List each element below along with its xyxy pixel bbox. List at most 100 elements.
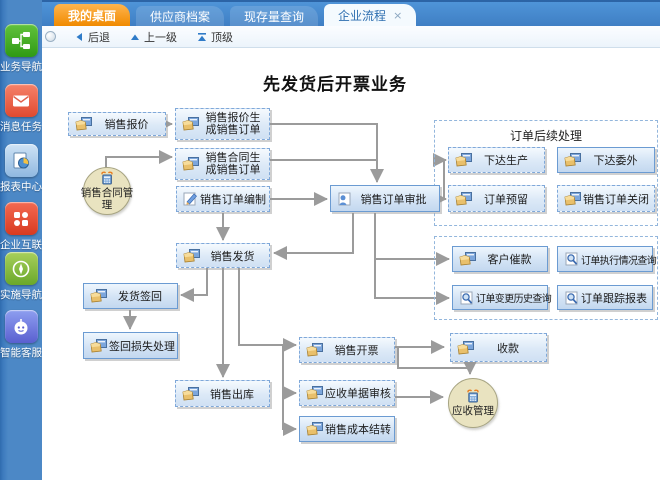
flow-node-label: 销售订单关闭: [583, 192, 649, 206]
tab-label: 供应商档案: [150, 9, 211, 24]
compass-icon: [4, 252, 38, 285]
flow-node-signback-loss[interactable]: 签回损失处理: [83, 332, 178, 359]
sidebar-item-message-task[interactable]: 消息任务: [0, 84, 42, 134]
flow-node-order-approve[interactable]: 销售订单审批: [330, 185, 440, 212]
flow-connector: [180, 268, 208, 302]
flow-node-order-reserve[interactable]: 订单预留: [448, 185, 545, 212]
group-panel-order-followup: 订单后续处理: [434, 120, 658, 226]
breadcrumb-toolbar: 后退 上一级 顶级: [42, 26, 660, 48]
flow-node-label: 签回损失处理: [109, 339, 175, 353]
search-icon: [564, 291, 579, 305]
flow-connector: [270, 123, 384, 183]
flow-node-label: 销售合同生成销售订单: [205, 150, 261, 176]
sidebar-item-enterprise-link[interactable]: 企业互联: [0, 202, 42, 252]
sidebar-item-label: 企业互联: [0, 239, 42, 251]
page-title: 先发货后开票业务: [263, 75, 407, 95]
folder-icon: [183, 248, 200, 263]
flow-node-label: 收款: [497, 341, 519, 355]
approve-icon: [337, 192, 352, 206]
sidebar-item-label: 实施导航: [0, 289, 42, 301]
flow-node-label: 销售报价: [104, 118, 149, 131]
folder-icon: [182, 386, 199, 401]
collapse-toolbar-button[interactable]: [45, 31, 56, 42]
folder-icon: [306, 343, 323, 357]
flow-node-label: 销售订单审批: [360, 192, 427, 206]
calculator-icon: [99, 171, 115, 188]
flow-node-ar-doc-audit[interactable]: 应收单据审核: [299, 380, 395, 406]
tab-enterprise-flow[interactable]: 企业流程 ×: [324, 4, 417, 26]
flow-node-quote-gen-order[interactable]: 销售报价生成销售订单: [175, 108, 270, 140]
flow-connector: [397, 347, 477, 375]
flow-connector: [238, 268, 297, 352]
flow-connector: [374, 213, 450, 305]
flow-circle-contract-mgmt[interactable]: 销售合同管理: [81, 167, 133, 215]
flow-node-sales-invoice[interactable]: 销售开票: [299, 337, 395, 363]
flow-node-order-edit[interactable]: 销售订单编制: [176, 186, 270, 212]
sidebar-item-label: 消息任务: [0, 121, 42, 133]
folder-icon: [455, 153, 472, 167]
flow-node-contract-gen-order[interactable]: 销售合同生成销售订单: [175, 148, 270, 180]
folder-icon: [75, 117, 92, 131]
up-arrow-icon: [130, 32, 140, 42]
tab-supplier-archive[interactable]: 供应商档案: [136, 6, 225, 26]
robot-icon: [4, 310, 38, 343]
flow-node-receipt[interactable]: 收款: [450, 333, 547, 362]
envelope-icon: [4, 84, 38, 117]
flow-node-order-close[interactable]: 销售订单关闭: [557, 185, 655, 212]
flow-node-to-outsource[interactable]: 下达委外: [557, 147, 655, 173]
top-level-button[interactable]: 顶级: [187, 26, 243, 47]
search-icon: [459, 291, 474, 305]
group-panel-title: 订单后续处理: [509, 129, 582, 143]
tab-close-icon[interactable]: ×: [393, 8, 403, 22]
flow-node-label: 下达生产: [484, 154, 528, 167]
sidebar-item-label: 报表中心: [0, 181, 42, 193]
flow-node-label: 销售出库: [210, 387, 254, 401]
folder-icon: [459, 252, 476, 266]
folder-icon: [90, 338, 107, 353]
flow-node-label: 订单变更历史查询: [476, 294, 552, 305]
back-button[interactable]: 后退: [64, 26, 120, 47]
flow-node-ship-signback[interactable]: 发货签回: [83, 283, 178, 309]
tab-bar: 我的桌面 供应商档案 现存量查询 企业流程 ×: [42, 2, 660, 26]
sidebar-item-label: 业务导航: [0, 61, 42, 73]
flow-connector: [282, 345, 297, 436]
flow-node-sales-outbound[interactable]: 销售出库: [175, 380, 270, 407]
group-panel-order-query: [434, 236, 658, 320]
up-level-button[interactable]: 上一级: [120, 26, 187, 47]
flow-node-customer-dunning[interactable]: 客户催款: [452, 246, 548, 272]
pie-report-icon: [4, 144, 38, 177]
sidebar-item-label: 智能客服: [0, 347, 42, 359]
flow-node-label: 客户催款: [487, 253, 532, 266]
flow-node-order-change-history[interactable]: 订单变更历史查询: [452, 285, 552, 310]
flow-node-sales-ship[interactable]: 销售发货: [176, 243, 270, 268]
flow-node-order-track-report[interactable]: 订单跟踪报表: [557, 285, 653, 310]
folder-icon: [306, 422, 323, 436]
folder-icon: [306, 386, 323, 400]
flow-node-label: 应收单据审核: [325, 387, 391, 400]
sidebar-item-report-center[interactable]: 报表中心: [0, 144, 42, 194]
tab-label: 企业流程: [338, 8, 387, 23]
flow-node-label: 销售报价生成销售订单: [205, 110, 261, 136]
folder-icon: [564, 191, 581, 206]
back-label: 后退: [88, 30, 110, 44]
flow-node-label: 下达委外: [593, 154, 638, 167]
tab-label: 我的桌面: [68, 8, 117, 23]
tab-my-desktop[interactable]: 我的桌面: [54, 4, 131, 26]
flow-node-label: 销售发货: [210, 249, 255, 263]
folder-icon: [564, 153, 581, 167]
sidebar-item-impl-nav[interactable]: 实施导航: [0, 252, 42, 302]
flow-node-sales-quote[interactable]: 销售报价: [68, 112, 166, 136]
flow-node-order-exec-query[interactable]: 订单执行情况查询: [557, 246, 657, 272]
flow-node-to-production[interactable]: 下达生产: [448, 147, 545, 173]
tab-inventory-query[interactable]: 现存量查询: [230, 6, 319, 26]
sidebar-item-smart-service[interactable]: 智能客服: [0, 310, 42, 360]
sidebar-item-business-nav[interactable]: 业务导航: [0, 24, 42, 74]
flow-node-label: 销售开票: [334, 344, 379, 357]
calculator-icon: [465, 389, 481, 406]
flow-connector: [273, 213, 354, 260]
flow-circle-ar-mgmt[interactable]: 应收管理: [448, 378, 498, 428]
clover-icon: [4, 202, 38, 235]
flow-node-cost-carryover[interactable]: 销售成本结转: [299, 416, 395, 442]
top-level-label: 顶级: [211, 30, 233, 44]
